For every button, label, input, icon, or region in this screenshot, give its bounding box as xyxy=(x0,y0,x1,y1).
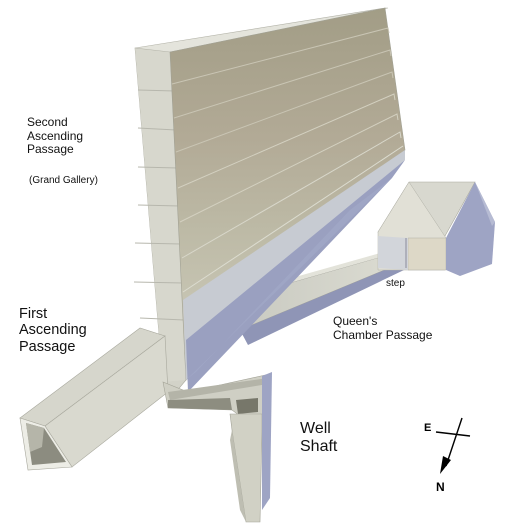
grand-gallery-shape xyxy=(133,7,406,393)
well-shaft-label: Well Shaft xyxy=(300,420,337,456)
second-ascending-passage-label: Second Ascending Passage xyxy=(27,115,84,157)
first-ascending-passage-label: First Ascending Passage xyxy=(19,306,87,355)
label-line: Queen's xyxy=(333,314,378,328)
label-line: Ascending xyxy=(27,128,84,143)
compass-north-label: N xyxy=(436,480,445,494)
step-label: step xyxy=(386,278,405,289)
label-line: Shaft xyxy=(300,438,338,456)
queens-chamber-shape xyxy=(377,181,495,276)
well-shaft-shape xyxy=(162,372,272,523)
compass-arrow-icon xyxy=(435,417,471,474)
label-line: Chamber Passage xyxy=(333,327,433,342)
label-line: Passage xyxy=(19,338,76,355)
label-line: First xyxy=(19,306,48,322)
grand-gallery-label: (Grand Gallery) xyxy=(29,175,98,186)
label-line: Well xyxy=(300,420,331,437)
label-line: Passage xyxy=(27,142,74,157)
queens-chamber-passage-label: Queen's Chamber Passage xyxy=(333,314,433,342)
first-ascending-passage-shape xyxy=(19,327,169,471)
compass-east-label: E xyxy=(424,422,432,434)
label-line: Second xyxy=(27,115,68,129)
label-line: Ascending xyxy=(19,322,87,339)
